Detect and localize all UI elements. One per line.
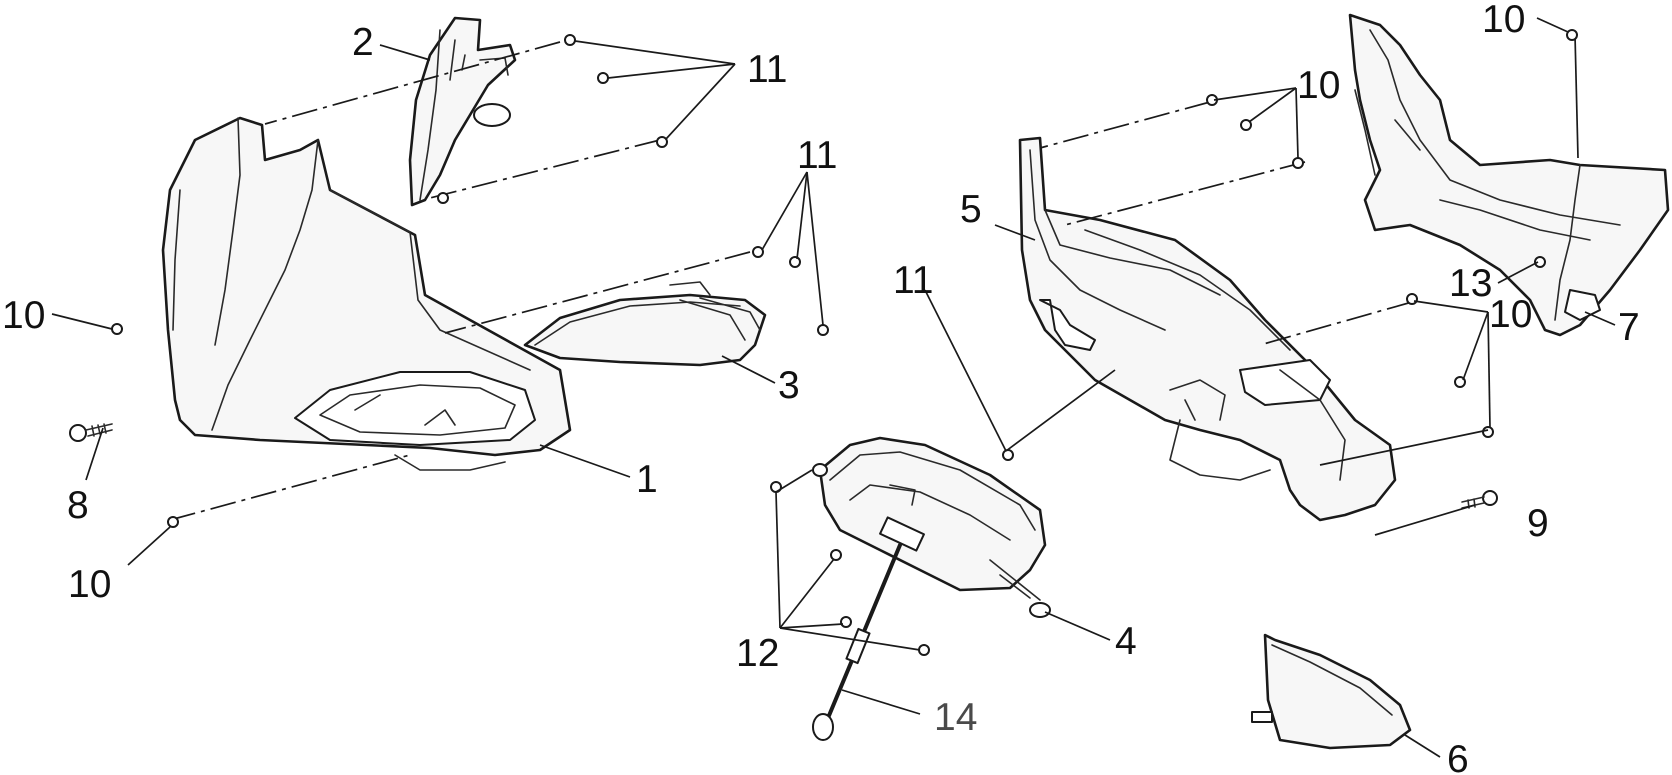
callout-6: 6	[1447, 738, 1469, 775]
assembly-lines	[169, 34, 1579, 521]
callout-1: 1	[636, 458, 658, 501]
part-5-inner-cover	[1018, 136, 1397, 522]
callout-labels: 1 2 3 4 5 6 7 8 9 10 10 10 10 10 11 11 1…	[2, 0, 1640, 775]
screw-icon	[1240, 119, 1252, 131]
callout-10-center: 10	[1297, 64, 1340, 107]
screw-icon	[1292, 157, 1304, 169]
part-2-bracket	[408, 16, 517, 207]
screw-icon	[437, 192, 449, 204]
callout-9: 9	[1527, 502, 1549, 545]
screw-icon	[564, 34, 576, 46]
callout-12: 12	[736, 632, 779, 675]
callout-4: 4	[1115, 620, 1137, 663]
callout-13: 13	[1449, 262, 1492, 305]
screw-icon	[1534, 256, 1546, 268]
screw-icon	[817, 324, 829, 336]
screw-icon	[789, 256, 801, 268]
screw-icon	[1406, 293, 1418, 305]
screw-icon	[597, 72, 609, 84]
screw-icon	[1482, 426, 1494, 438]
callout-8: 8	[67, 484, 89, 527]
callout-11-lower: 11	[893, 259, 934, 302]
part-14-cable	[812, 543, 902, 741]
screw-icon	[918, 644, 930, 656]
screw-icon	[167, 516, 179, 528]
screw-icon	[1566, 29, 1578, 41]
callout-10-right: 10	[1489, 293, 1532, 336]
leader-lines	[51, 17, 1616, 758]
bolt-9-icon	[1461, 490, 1498, 509]
callout-10-left: 10	[2, 294, 45, 337]
part-7-rear-bracket	[1348, 13, 1670, 337]
part-6-small-cover	[1251, 633, 1412, 750]
callout-2: 2	[352, 21, 374, 64]
fasteners	[69, 29, 1578, 656]
callout-10-top-right: 10	[1482, 0, 1525, 41]
screw-icon	[111, 323, 123, 335]
screw-icon	[656, 136, 668, 148]
part-4-meter	[812, 436, 1051, 618]
screw-icon	[1002, 449, 1014, 461]
callout-7: 7	[1618, 306, 1640, 349]
part-3-lens	[523, 281, 767, 367]
screw-icon	[830, 549, 842, 561]
bolt-8-icon	[69, 423, 113, 442]
callout-5: 5	[960, 188, 982, 231]
callout-3: 3	[778, 364, 800, 407]
screw-icon	[752, 246, 764, 258]
part-1-front-cover	[161, 116, 572, 471]
screw-icon	[840, 616, 852, 628]
callout-10-bottom-left: 10	[68, 563, 111, 606]
callout-14: 14	[934, 696, 977, 739]
callout-11-top: 11	[747, 48, 788, 91]
callout-11-middle: 11	[797, 134, 838, 177]
